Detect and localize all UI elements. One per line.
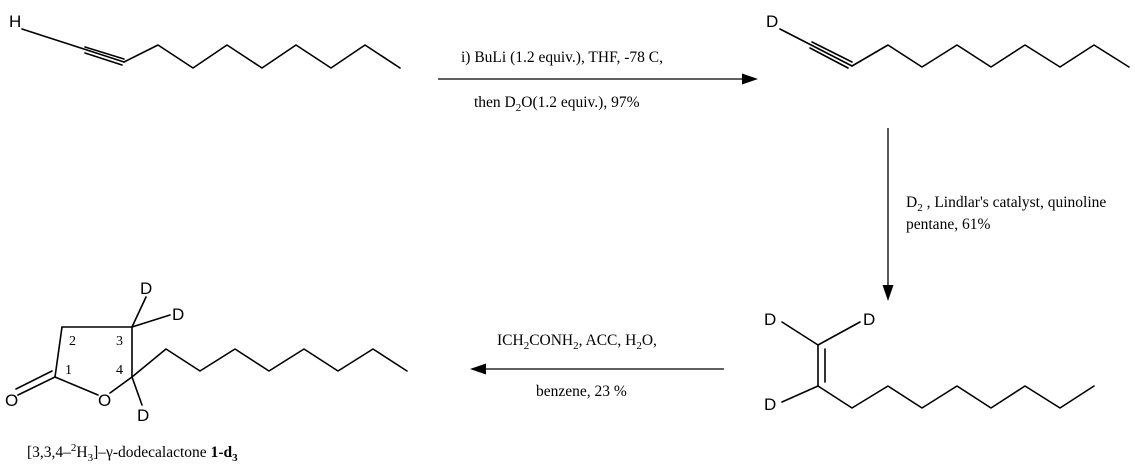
bond-d-c1 [817, 321, 861, 346]
carbonyl-bond-b [15, 370, 53, 390]
arrowhead [470, 363, 486, 375]
reagents-step3-line2: benzene, 23 % [536, 383, 627, 400]
atom-d-label: D [764, 395, 776, 414]
ring-bond-c1-o [54, 376, 99, 396]
alkyl-chain [851, 44, 1130, 68]
triple-bond-a [84, 46, 125, 60]
atom-o-ring: O [98, 391, 111, 410]
alkyl-chain [131, 348, 408, 378]
arrow-step2: D2 , Lindlar's catalyst, quinoline penta… [882, 128, 1106, 301]
bond-c3-d [131, 296, 147, 328]
ring-number-2: 2 [69, 334, 76, 349]
alkyl-chain [123, 44, 401, 69]
bond-h-c [21, 28, 125, 63]
compound-deuterodecyne: D [766, 12, 1130, 69]
ring-number-4: 4 [116, 363, 123, 378]
bond-d-c1 [781, 321, 819, 346]
reagents-step2-line2: pentane, 61% [906, 216, 990, 233]
bond-d-c [779, 28, 853, 67]
atom-d-label: D [764, 310, 776, 329]
bond-d-c2 [781, 385, 819, 403]
arrow-step3: ICH2CONH2, ACC, H2O, benzene, 23 % [470, 332, 724, 400]
bond-c4-d [131, 376, 143, 406]
atom-d-label: D [863, 310, 875, 329]
compound-decyne: H [9, 12, 401, 69]
ring-bond-c4-o [109, 376, 133, 394]
arrowhead [742, 73, 758, 85]
compound-lactone: O O D D D 1 2 3 4 [5, 279, 408, 425]
carbonyl-bond-a [17, 376, 56, 396]
triple-bond-b [809, 47, 849, 69]
bond-c3-d [131, 314, 171, 328]
atom-o-carbonyl: O [5, 391, 18, 410]
reagents-step2-line1: D2 , Lindlar's catalyst, quinoline [906, 194, 1106, 214]
atom-d-label: D [140, 279, 152, 298]
triple-bond-a [811, 41, 853, 63]
product-label: [3,3,4–2H3]–γ-dodecalactone 1-d3 [27, 442, 238, 464]
reagents-step1-line2: then D2O(1.2 equiv.), 97% [474, 94, 640, 114]
atom-d-label: D [172, 305, 184, 324]
triple-bond-b [84, 52, 123, 66]
atom-d-label: D [766, 12, 778, 31]
alkyl-chain [817, 385, 1095, 409]
arrow-step1: i) BuLi (1.2 equiv.), THF, -78 C, then D… [438, 49, 758, 114]
compound-trideuterodecene: D D D [764, 310, 1095, 414]
ring-bond-c1-c2 [54, 326, 63, 378]
arrowhead [882, 285, 894, 301]
ring-number-3: 3 [116, 334, 123, 349]
reagents-step3-line1: ICH2CONH2, ACC, H2O, [497, 332, 657, 352]
atom-d-label: D [137, 406, 149, 425]
atom-h-label: H [9, 12, 21, 31]
reagents-step1-line1: i) BuLi (1.2 equiv.), THF, -78 C, [461, 49, 663, 66]
ring-number-1: 1 [65, 363, 72, 378]
